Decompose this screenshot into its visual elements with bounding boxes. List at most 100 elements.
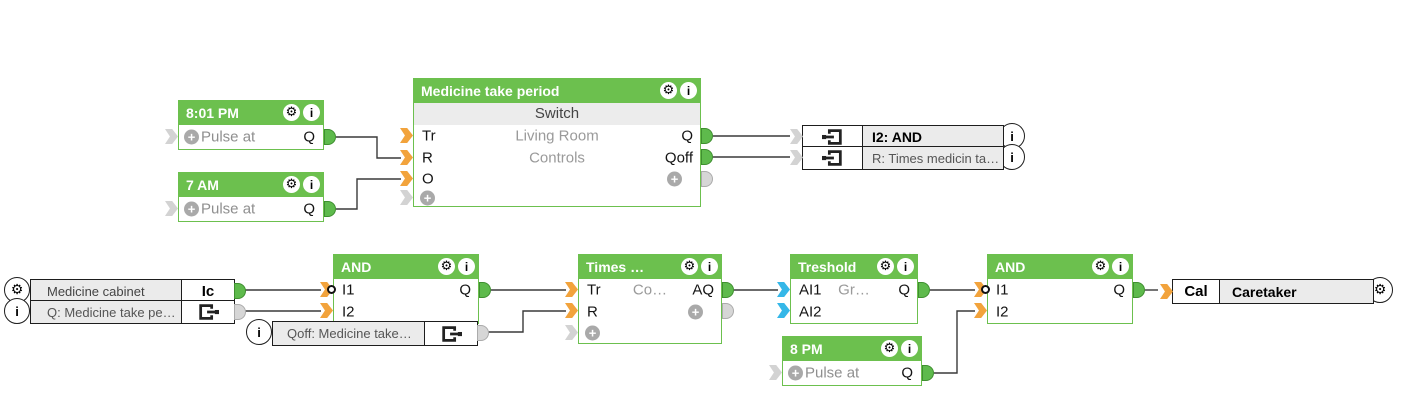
output-connector-q[interactable]: [324, 129, 336, 145]
block-treshold[interactable]: Treshold ⚙ i AI1 Gr… Q AI2: [777, 254, 930, 324]
block-header: AND ⚙ i: [987, 254, 1133, 279]
input-q-medicine-take[interactable]: Q: Medicine take pe…: [30, 300, 246, 324]
block-title: AND: [341, 258, 372, 275]
info-icon[interactable]: i: [4, 298, 30, 324]
gear-icon[interactable]: ⚙: [283, 104, 300, 121]
add-input-icon[interactable]: +: [585, 325, 600, 341]
block-medicine-take-period[interactable]: Medicine take period ⚙ i Switch Tr Livin…: [400, 78, 713, 207]
gear-icon[interactable]: ⚙: [438, 258, 455, 275]
port-r: R: [422, 149, 433, 167]
port-o: O: [422, 170, 434, 188]
link-in-icon: [821, 126, 844, 148]
output-connector-q[interactable]: [922, 365, 934, 381]
output-connector[interactable]: [234, 304, 246, 320]
input-connector-ai2[interactable]: [777, 303, 790, 318]
input-connector[interactable]: [165, 129, 178, 144]
port-tr: Tr: [422, 127, 436, 145]
input-connector[interactable]: [790, 150, 803, 165]
info-icon[interactable]: i: [680, 82, 697, 99]
output-connector[interactable]: [477, 325, 489, 341]
output-connector-q[interactable]: [701, 128, 713, 144]
input-connector[interactable]: [769, 365, 782, 380]
input-medicine-cabinet[interactable]: Medicine cabinet Ic: [30, 279, 246, 303]
input-connector-i2[interactable]: [974, 303, 987, 318]
input-connector-extra[interactable]: [400, 190, 413, 205]
block-and-2[interactable]: AND ⚙ i I1 Q I2: [974, 254, 1145, 324]
info-icon[interactable]: i: [246, 319, 272, 345]
input-connector-tr[interactable]: [400, 128, 413, 143]
source-label: Qoff: Medicine take…: [273, 322, 424, 345]
output-connector[interactable]: [234, 283, 246, 299]
output-label: Caretaker: [1219, 280, 1373, 303]
wire-7am-to-period-o[interactable]: [336, 178, 401, 210]
add-output-icon[interactable]: +: [688, 304, 703, 320]
info-icon[interactable]: i: [1112, 258, 1129, 275]
block-title: 8:01 PM: [186, 104, 239, 121]
pulse-at-label: Pulse at: [805, 364, 860, 382]
add-input-icon[interactable]: +: [184, 201, 199, 217]
output-connector-q[interactable]: [324, 201, 336, 217]
add-input-icon[interactable]: +: [184, 129, 199, 145]
info-icon[interactable]: i: [897, 258, 914, 275]
input-connector-tr[interactable]: [565, 282, 578, 297]
output-caretaker[interactable]: Cal Caretaker: [1160, 279, 1374, 304]
gear-icon[interactable]: ⚙: [681, 258, 698, 275]
block-title: Times …: [586, 258, 645, 275]
port-ic: Ic: [181, 280, 234, 302]
block-times[interactable]: Times … ⚙ i Tr Co… AQ R + +: [565, 254, 734, 344]
wire-8pm-to-and2-i2[interactable]: [934, 310, 975, 374]
info-icon[interactable]: i: [303, 176, 320, 193]
output-connector-extra[interactable]: [701, 171, 713, 187]
input-connector-r[interactable]: [565, 303, 578, 318]
port-ai2: AI2: [799, 303, 822, 321]
input-qoff-medicine-take[interactable]: Qoff: Medicine take…: [272, 321, 489, 346]
input-connector[interactable]: [790, 129, 803, 144]
gear-icon[interactable]: ⚙: [660, 82, 677, 99]
gear-icon[interactable]: ⚙: [1092, 258, 1109, 275]
ref-output-r-times[interactable]: R: Times medicin ta…: [790, 146, 1004, 170]
block-title: AND: [995, 258, 1026, 275]
input-connector-r[interactable]: [400, 150, 413, 165]
block-pulse-8pm[interactable]: 8 PM ⚙ i + Pulse at Q: [769, 336, 934, 386]
output-connector-q[interactable]: [1133, 282, 1145, 298]
input-connector-cal[interactable]: [1160, 284, 1173, 299]
output-connector-qoff[interactable]: [701, 149, 713, 165]
pulse-at-label: Pulse at: [201, 200, 256, 218]
add-input-icon[interactable]: +: [420, 190, 435, 205]
gear-icon[interactable]: ⚙: [877, 258, 894, 275]
output-connector-extra[interactable]: [722, 303, 734, 319]
wire-801pm-to-period-r[interactable]: [336, 136, 401, 159]
port-q: Q: [303, 200, 315, 218]
port-qoff: Qoff: [664, 149, 693, 167]
add-output-icon[interactable]: +: [667, 171, 682, 187]
output-connector-aq[interactable]: [722, 282, 734, 298]
block-pulse-801pm[interactable]: 8:01 PM ⚙ i + Pulse at Q: [165, 100, 336, 150]
block-title: Medicine take period: [421, 82, 560, 99]
port-cal: Cal: [1184, 283, 1208, 300]
info-icon[interactable]: i: [303, 104, 320, 121]
block-pulse-7am[interactable]: 7 AM ⚙ i + Pulse at Q: [165, 172, 336, 222]
add-input-icon[interactable]: +: [788, 365, 803, 381]
category-label: Controls: [529, 149, 585, 167]
info-icon[interactable]: i: [901, 340, 918, 357]
input-connector-ai1[interactable]: [777, 282, 790, 297]
link-in-icon: [821, 147, 844, 169]
info-icon[interactable]: i: [701, 258, 718, 275]
wire-qoffref-to-times-r[interactable]: [488, 310, 566, 333]
block-and-1[interactable]: AND ⚙ i I1 Q I2: [320, 254, 491, 324]
input-connector[interactable]: [165, 201, 178, 216]
room-label: Living Room: [515, 127, 599, 145]
input-connector-o[interactable]: [400, 171, 413, 186]
block-header: Times … ⚙ i: [578, 254, 722, 279]
port-q: Q: [303, 128, 315, 146]
output-connector-q[interactable]: [918, 282, 930, 298]
input-connector-i2[interactable]: [320, 303, 333, 318]
block-title: Treshold: [798, 258, 857, 275]
input-connector-extra[interactable]: [565, 325, 578, 340]
info-icon[interactable]: i: [458, 258, 475, 275]
output-connector-q[interactable]: [479, 282, 491, 298]
gear-icon[interactable]: ⚙: [881, 340, 898, 357]
gear-icon[interactable]: ⚙: [283, 176, 300, 193]
